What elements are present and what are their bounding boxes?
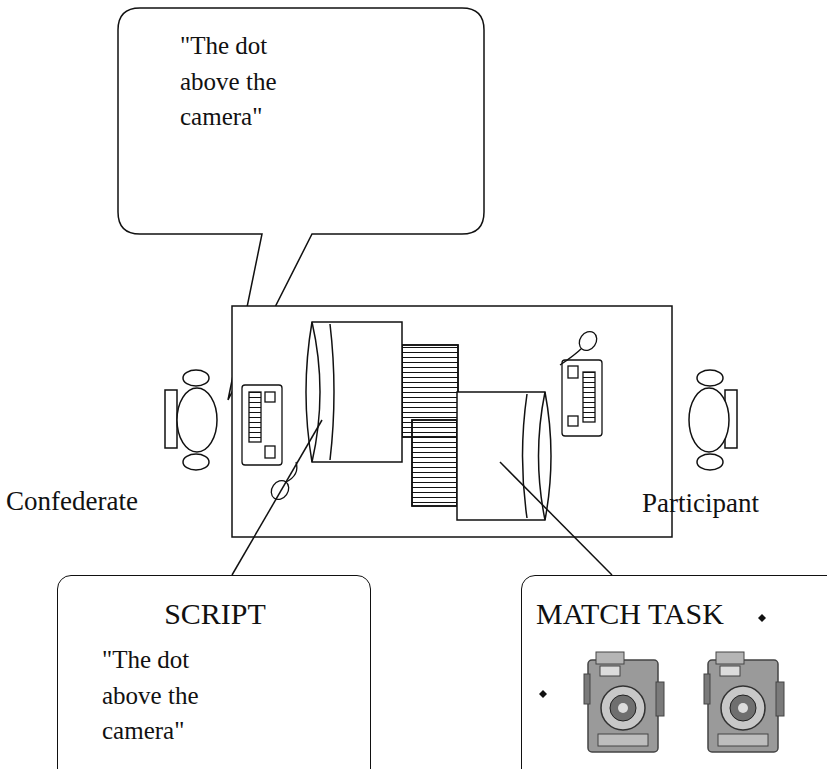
script-box: SCRIPT "The dot above the camera"	[57, 575, 371, 769]
confederate-figure	[165, 370, 217, 470]
participant-monitor	[412, 392, 551, 520]
table	[232, 306, 672, 537]
camera-icon	[584, 652, 784, 752]
role-label: Confederate	[6, 486, 138, 517]
speech-bubble-text: "The dot above the camera"	[118, 8, 484, 234]
leader-line	[232, 420, 322, 575]
mouse	[268, 328, 601, 503]
box-text: MATCH TASK	[536, 596, 827, 632]
box-text: "The dot above the camera"	[180, 28, 310, 135]
leader-line	[500, 462, 612, 575]
box-heading: SCRIPT	[58, 596, 372, 632]
box-text: "The dot above the camera"	[102, 642, 232, 749]
match-task-box: MATCH TASK	[521, 575, 827, 769]
participant-figure	[689, 370, 737, 470]
role-label: Participant	[642, 488, 759, 519]
keyboard	[242, 360, 602, 465]
